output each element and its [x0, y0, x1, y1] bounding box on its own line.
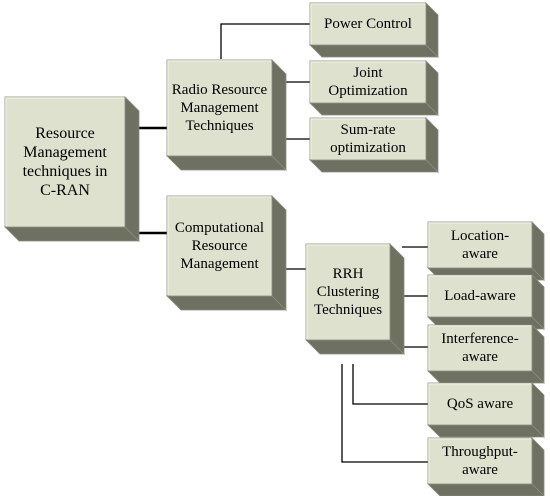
block-highlight: [310, 118, 425, 159]
connector-rrh-throughput-aware: [341, 364, 428, 463]
node-label: Sum-rate optimization: [330, 122, 406, 156]
block-side: [124, 96, 140, 242]
node-label: RRH Clustering Techniques: [313, 266, 383, 318]
block-highlight: [167, 196, 271, 295]
node-root: Resource Management techniques in C-RAN: [4, 96, 140, 242]
block-highlight: [428, 275, 531, 316]
block-face: [309, 2, 427, 46]
block-bottom: [305, 339, 405, 355]
block-shape: [427, 437, 545, 496]
node-label: Radio Resource Management Techniques: [171, 82, 268, 134]
node-label: QoS aware: [446, 396, 514, 412]
block-shape: [166, 59, 287, 171]
block-face: [427, 382, 533, 426]
block-side: [271, 59, 287, 171]
block-highlight: [428, 325, 531, 370]
block-bottom: [166, 295, 287, 311]
node-label: Load-aware: [444, 288, 516, 304]
node-load-aware: Load-aware: [427, 274, 545, 330]
block-side: [271, 195, 287, 311]
block-bottom: [427, 370, 545, 384]
block-bottom: [309, 159, 439, 173]
block-highlight: [310, 61, 425, 102]
block-bottom: [166, 155, 287, 171]
block-face: [166, 195, 273, 297]
node-location-aware: Location- aware: [427, 221, 545, 281]
node-label: Location- aware: [450, 228, 510, 262]
block-face: [4, 96, 126, 228]
node-joint-optimization: Joint Optimization: [309, 60, 439, 116]
node-label: Interference- aware: [441, 331, 519, 365]
block-highlight: [167, 60, 271, 155]
block-highlight: [5, 97, 124, 226]
node-throughput-aware: Throughput- aware: [427, 437, 545, 496]
node-label: Power Control: [324, 16, 412, 32]
block-bottom: [4, 226, 140, 242]
block-bottom: [309, 44, 439, 58]
block-shape: [309, 60, 439, 116]
block-bottom: [427, 483, 545, 496]
block-bottom: [427, 424, 545, 438]
block-shape: [166, 195, 287, 311]
block-shape: [305, 243, 405, 355]
block-face: [166, 59, 273, 157]
block-highlight: [428, 222, 531, 267]
block-bottom: [309, 102, 439, 116]
connector-rrh-qos-aware: [352, 364, 428, 405]
block-face: [427, 437, 533, 485]
block-shape: [309, 2, 439, 58]
node-label: Computational Resource Management: [174, 220, 265, 272]
block-face: [305, 243, 391, 341]
block-shape: [427, 382, 545, 438]
node-interference-aware: Interference- aware: [427, 324, 545, 384]
node-sum-rate-optimization: Sum-rate optimization: [309, 117, 439, 173]
block-highlight: [428, 383, 531, 424]
block-face: [309, 117, 427, 161]
block-highlight: [310, 3, 425, 44]
node-rrh-clustering-techniques: RRH Clustering Techniques: [305, 243, 405, 355]
node-label: Joint Optimization: [328, 65, 408, 99]
block-side: [389, 243, 405, 355]
node-computational-resource-management: Computational Resource Management: [166, 195, 287, 311]
block-face: [309, 60, 427, 104]
node-qos-aware: QoS aware: [427, 382, 545, 438]
node-power-control: Power Control: [309, 2, 439, 58]
block-shape: [309, 117, 439, 173]
node-label: Throughput- aware: [442, 444, 518, 478]
block-face: [427, 221, 533, 269]
block-highlight: [306, 244, 389, 339]
node-radio-resource-management: Radio Resource Management Techniques: [166, 59, 287, 171]
block-face: [427, 274, 533, 318]
block-highlight: [428, 438, 531, 483]
node-label: Resource Management techniques in C-RAN: [22, 125, 108, 199]
block-shape: [427, 324, 545, 384]
block-shape: [4, 96, 140, 242]
connector-radio-power-control: [220, 23, 310, 59]
block-face: [427, 324, 533, 372]
